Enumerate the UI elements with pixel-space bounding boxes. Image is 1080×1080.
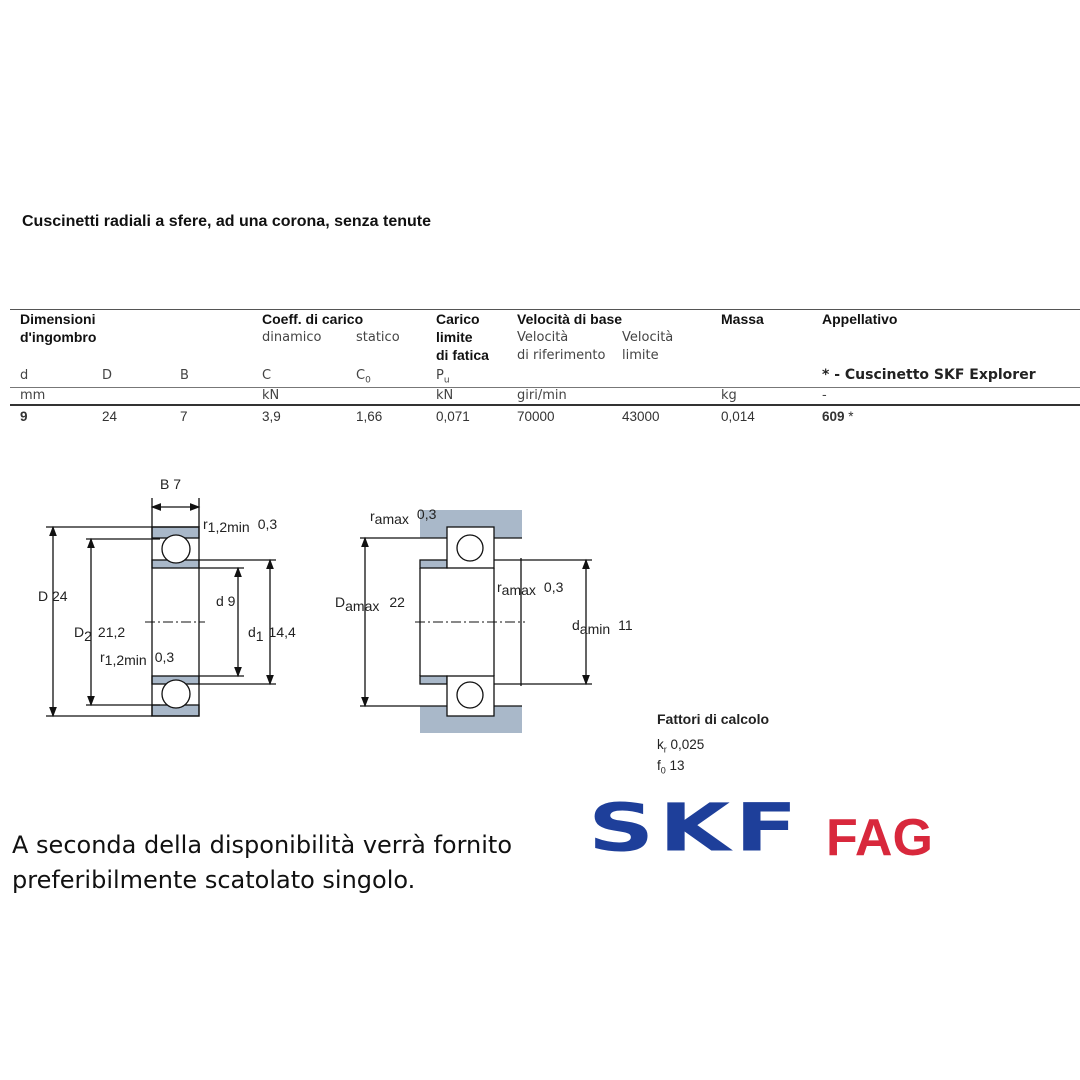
bearing-dimensions-diagram [46,498,276,718]
rule-thick [10,404,1080,406]
cell-d: 9 [20,409,28,424]
cell-vref: 70000 [517,409,555,424]
label-d: d 9 [216,593,236,609]
sym-C0: C0 [356,368,371,386]
factor-kr: kr 0,025 [657,737,705,755]
label-D: D 24 [38,588,68,604]
availability-note-1: A seconda della disponibilità verrà forn… [12,831,513,859]
header-fatica: di fatica [436,347,489,363]
header-carico: Carico [436,311,480,327]
table-top-rule [10,309,1080,310]
sym-D: D [102,368,113,383]
unit-kn-2: kN [436,388,454,403]
explorer-note: * - Cuscinetto SKF Explorer [822,367,1036,383]
unit-kn: kN [262,388,280,403]
availability-note-2: preferibilmente scatolato singolo. [12,866,416,894]
factors-title: Fattori di calcolo [657,711,770,727]
header-velocita: Velocità di base [517,311,623,327]
mounting-diagram [360,510,592,733]
label-B: B 7 [160,476,181,492]
cell-appellativo: 609 * [822,409,854,424]
header-vel-ref: Velocità [517,330,569,345]
cell-C: 3,9 [262,409,281,424]
factor-f0: f0 13 [657,758,685,776]
unit-dash: - [822,388,827,403]
unit-giri: giri/min [517,388,567,403]
header-statico: statico [356,330,400,345]
cell-Pu: 0,071 [436,409,470,424]
fag-logo: FAG [826,809,933,867]
header-vel-lim-2: limite [622,348,659,363]
header-appellativo: Appellativo [822,311,898,327]
header-vel-lim: Velocità [622,330,674,345]
header-limite: limite [436,329,473,345]
header-massa: Massa [721,311,764,327]
sym-d: d [20,368,29,383]
header-ingombro: d'ingombro [20,329,97,345]
header-dimensioni: Dimensioni [20,311,96,327]
rule [10,387,1080,388]
cell-B: 7 [180,409,188,424]
page-title: Cuscinetti radiali a sfere, ad una coron… [22,213,432,230]
sym-Pu: Pu [436,368,450,386]
cell-D: 24 [102,409,118,424]
header-vel-ref-2: di riferimento [517,348,606,363]
header-dinamico: dinamico [262,330,322,345]
sym-B: B [180,368,189,383]
cell-C0: 1,66 [356,409,383,424]
unit-kg: kg [721,388,737,403]
cell-vlim: 43000 [622,409,660,424]
header-coeff: Coeff. di carico [262,311,364,327]
unit-mm: mm [20,388,46,403]
cell-massa: 0,014 [721,409,755,424]
skf-logo: SKF [588,790,803,867]
sym-C: C [262,368,272,383]
